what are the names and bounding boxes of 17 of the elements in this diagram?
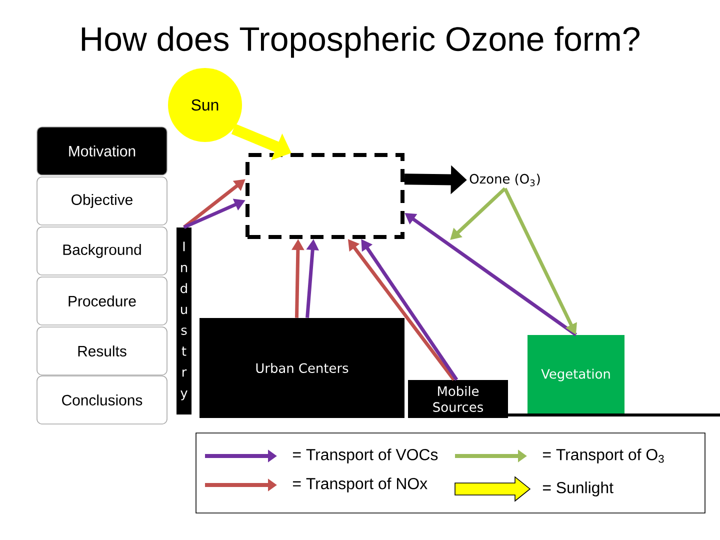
title: How does Tropospheric Ozone form?	[82, 26, 640, 58]
legend-text: = Sunlight	[542, 482, 614, 496]
legend-text: = Transport of VOCs	[292, 448, 438, 464]
menu-tab: Objective	[36, 176, 168, 226]
vegetation-block: Vegetation	[528, 335, 624, 415]
menu-tab: Conclusions	[36, 376, 168, 424]
dashed-box	[246, 153, 404, 239]
urban-block: Urban Centers	[200, 318, 404, 418]
ozone-label: Ozone (O$_{3}$)	[470, 174, 540, 186]
legend-text: = Transport of O$_{3}$	[542, 448, 664, 464]
legend-text: = Transport of NOx	[292, 478, 428, 492]
menu-tab: Motivation	[36, 126, 168, 176]
industry-bar: I n d u s t r y	[176, 228, 192, 414]
menu-tab: Results	[36, 326, 168, 376]
menu-tab: Procedure	[36, 276, 168, 326]
mobile-block: Mobile Sources	[408, 380, 508, 418]
menu-tab: Background	[36, 226, 168, 276]
